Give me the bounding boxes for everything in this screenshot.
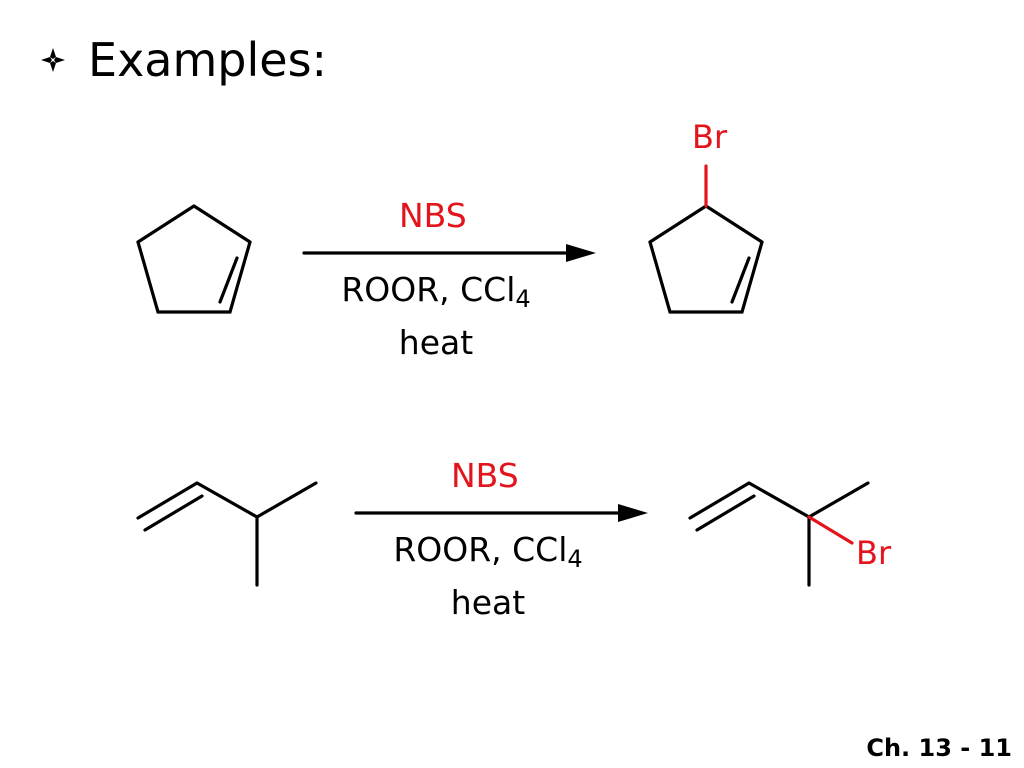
slide-heading: Examples: xyxy=(40,30,327,90)
reagent-subscript-2: 4 xyxy=(567,545,583,573)
diamond-bullet-icon xyxy=(41,48,65,72)
page-title: Examples: xyxy=(88,33,328,87)
reagent-conditions-1: ROOR, CCl4 heat xyxy=(336,268,536,365)
bromine-label-1: Br xyxy=(692,118,728,156)
reaction-arrow-2 xyxy=(354,504,648,522)
product-2-bromomethylbutene xyxy=(688,481,870,587)
reagent-solvent-1: ROOR, CCl xyxy=(341,270,516,309)
c-br-bond-2 xyxy=(807,515,854,545)
reagent-heat-2: heat xyxy=(450,583,526,622)
slide-footer: Ch. 13 - 11 xyxy=(866,734,1012,762)
reagent-subscript-1: 4 xyxy=(515,285,531,313)
reactant-1-cyclopentene xyxy=(136,204,252,314)
reagent-nbs-2: NBS xyxy=(451,456,519,495)
reagent-conditions-2: ROOR, CCl4 heat xyxy=(388,528,588,625)
reactant-2-methylbutene xyxy=(136,481,318,587)
product-1-bromocyclopentene xyxy=(648,164,764,314)
reagent-nbs-1: NBS xyxy=(399,196,467,235)
reaction-arrow-1 xyxy=(302,244,596,262)
reagent-heat-1: heat xyxy=(398,323,474,362)
bromine-label-2: Br xyxy=(856,534,892,572)
reagent-solvent-2: ROOR, CCl xyxy=(393,530,568,569)
